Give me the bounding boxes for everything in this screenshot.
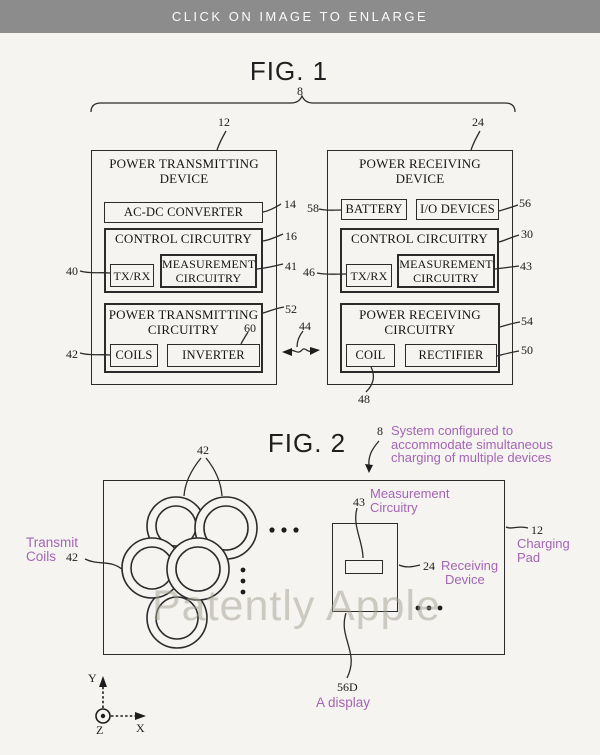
receiving-device-label: Receiving Device: [441, 559, 498, 587]
fig1-ref-coils: 42: [66, 347, 78, 361]
enlarge-banner: CLICK ON IMAGE TO ENLARGE: [0, 0, 600, 33]
system-brace: [90, 94, 516, 113]
txrx-rx-box: TX/RX: [346, 264, 392, 287]
measurement-circuitry-line1: Measurement: [370, 486, 450, 501]
fig1-ref-rectifier: 50: [521, 343, 533, 357]
fig1-ref-wireless-link: 44: [299, 319, 311, 333]
coil-box: COIL: [346, 344, 395, 367]
fig2-ref-charging-pad: 12: [531, 523, 543, 537]
coils-box: COILS: [110, 344, 158, 367]
transmit-coils-line1: Transmit: [26, 535, 79, 550]
charging-pad-leader: [505, 526, 529, 529]
fig1-ref-control-rx: 30: [521, 227, 533, 241]
txrx-tx-box: TX/RX: [110, 264, 154, 287]
fig2-ref-system: 8: [377, 424, 383, 438]
measurement-circuitry-rx-box: MEASUREMENT CIRCUITRY: [397, 254, 495, 288]
fig1-title: FIG. 1: [249, 56, 329, 86]
fig1-ref-inverter: 60: [244, 321, 256, 335]
axis-z-label: Z: [96, 723, 104, 737]
fig1-ref-battery: 58: [307, 201, 319, 215]
charging-pad-label: Charging Pad: [517, 537, 570, 565]
fig2-system-note: System configured to accommodate simulta…: [391, 424, 553, 465]
fig2-system-note-line2: accommodate simultaneous: [391, 436, 553, 452]
fig1-ref-system: 8: [297, 84, 303, 98]
leader-24: [470, 130, 481, 151]
receiving-device-outline: [332, 523, 398, 612]
fig1-ref-acdc: 14: [284, 197, 296, 211]
control-circuitry-tx-label: CONTROL CIRCUITRY: [115, 231, 252, 246]
measurement-circuitry-label: Measurement Circuitry: [370, 487, 449, 515]
fig1-ref-control-tx: 16: [285, 229, 297, 243]
control-circuitry-rx-label: CONTROL CIRCUITRY: [351, 231, 488, 246]
charging-pad-line2: Pad: [517, 550, 541, 565]
measurement-circuitry-line2: Circuitry: [370, 500, 418, 515]
battery-box: BATTERY: [341, 199, 407, 220]
fig2-system-note-line1: System configured to: [391, 423, 514, 438]
fig2-ref-measurement: 43: [353, 495, 365, 509]
inverter-box: INVERTER: [167, 344, 260, 367]
fig1-ref-meas-rx: 43: [520, 259, 532, 273]
receiving-device-line1: Receiving: [441, 558, 499, 573]
fig2-ref-coils-top: 42: [197, 443, 209, 457]
measurement-circuitry-tx-box: MEASUREMENT CIRCUITRY: [160, 254, 257, 288]
transmit-coils-line2: Coils: [26, 549, 57, 564]
fig1-ref-coil-rx: 48: [358, 392, 370, 406]
charging-pad-line1: Charging: [517, 536, 570, 551]
rectifier-box: RECTIFIER: [405, 344, 497, 367]
wireless-link-arrow: [282, 347, 320, 356]
measurement-circuitry-component: [345, 560, 383, 574]
control-circuitry-rx-box: [340, 228, 499, 293]
fig1-ref-meas-tx: 41: [285, 259, 297, 273]
acdc-converter-box: AC-DC CONVERTER: [104, 202, 263, 223]
fig2-ref-display: 56D: [337, 680, 358, 694]
axis-y-label: Y: [88, 671, 97, 685]
fig1-ref-receiver: 24: [472, 115, 484, 129]
fig1-ref-power-rx-circuitry: 54: [521, 314, 533, 328]
display-label: A display: [316, 695, 371, 710]
fig1-ref-transmitter: 12: [218, 115, 230, 129]
transmit-coils-label: Transmit Coils: [26, 536, 78, 564]
fig1-ref-power-tx-circuitry: 52: [285, 302, 297, 316]
io-devices-box: I/O DEVICES: [416, 199, 499, 220]
fig2-ref-receiving-device: 24: [423, 559, 435, 573]
coordinate-axes: [95, 676, 146, 724]
system-note-arrow: [365, 440, 380, 473]
fig1-ref-io: 56: [519, 196, 531, 210]
power-receiving-circuitry-box: [340, 303, 500, 373]
fig1-ref-txrx-rx: 46: [303, 265, 315, 279]
fig2-system-note-line3: charging of multiple devices: [391, 450, 552, 465]
leader-12: [216, 130, 227, 151]
enlarge-banner-text: CLICK ON IMAGE TO ENLARGE: [171, 9, 429, 24]
power-transmitting-device-title: POWER TRANSMITTING DEVICE: [109, 156, 259, 186]
control-circuitry-tx-box: [104, 228, 263, 293]
power-receiving-circuitry-label: POWER RECEIVING CIRCUITRY: [359, 307, 481, 337]
power-transmitting-circuitry-label: POWER TRANSMITTING CIRCUITRY: [108, 307, 259, 337]
fig2-title: FIG. 2: [267, 428, 347, 458]
axis-x-label: X: [136, 721, 145, 735]
receiving-device-line2: Device: [445, 572, 485, 587]
power-transmitting-circuitry-box: [104, 303, 263, 373]
fig2-ref-coils-side: 42: [66, 550, 78, 564]
power-receiving-device-title: POWER RECEIVING DEVICE: [359, 156, 481, 186]
fig1-ref-txrx-tx: 40: [66, 264, 78, 278]
